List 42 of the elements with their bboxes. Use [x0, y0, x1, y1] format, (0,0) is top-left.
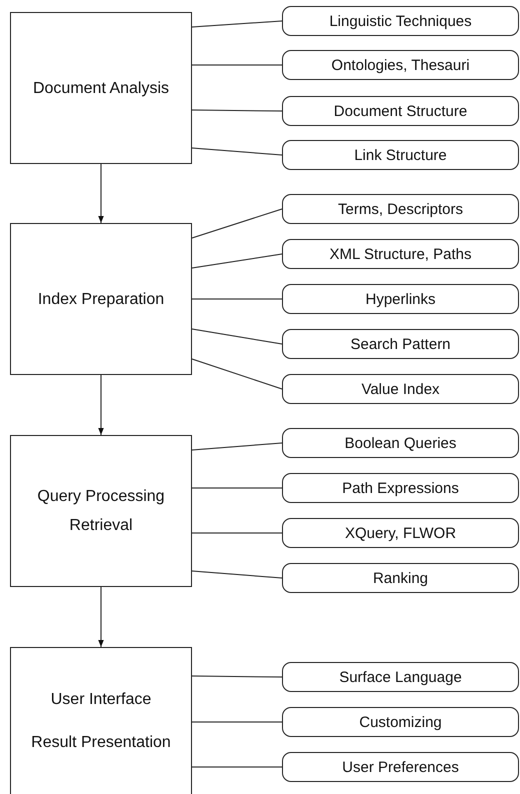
connector-line: [192, 358, 282, 390]
process-box: [10, 435, 192, 587]
connector-line: [192, 254, 282, 268]
connector-line: [192, 676, 282, 678]
arrow: [98, 164, 104, 224]
connector-line: [192, 64, 282, 66]
topic-pill: XML Structure, Paths: [282, 239, 519, 269]
connector-line: [192, 20, 282, 28]
topic-pill: Path Expressions: [282, 473, 519, 503]
arrow: [98, 374, 104, 436]
topic-pill: Ranking: [282, 563, 519, 593]
connector-line: [192, 298, 282, 300]
topic-pill: Boolean Queries: [282, 428, 519, 458]
connector-line: [192, 766, 282, 768]
topic-pill: Link Structure: [282, 140, 519, 170]
connector-line: [192, 110, 282, 112]
box-label: Result Presentation: [30, 733, 172, 753]
box-label: User Interface: [50, 690, 152, 710]
connector-line: [192, 442, 282, 450]
connector-line: [192, 328, 282, 344]
connector-line: [192, 570, 282, 578]
box-label: Document Analysis: [32, 78, 170, 98]
connector-line: [192, 148, 282, 156]
process-box: [10, 12, 192, 164]
process-box: [10, 223, 192, 375]
arrow: [98, 586, 104, 648]
box-label: Index Preparation: [36, 290, 166, 310]
topic-pill: Linguistic Techniques: [282, 6, 519, 36]
topic-pill: Terms, Descriptors: [282, 194, 519, 224]
topic-pill: Value Index: [282, 374, 519, 404]
process-box: [10, 647, 192, 794]
connector-line: [192, 532, 282, 534]
connector-line: [192, 208, 282, 238]
box-label: Query Processing Retrieval: [36, 487, 166, 536]
topic-pill: Hyperlinks: [282, 284, 519, 314]
topic-pill: Search Pattern: [282, 329, 519, 359]
topic-pill: Customizing: [282, 707, 519, 737]
topic-pill: Surface Language: [282, 662, 519, 692]
topic-pill: User Preferences: [282, 752, 519, 782]
topic-pill: Document Structure: [282, 96, 519, 126]
topic-pill: XQuery, FLWOR: [282, 518, 519, 548]
topic-pill: Ontologies, Thesauri: [282, 50, 519, 80]
